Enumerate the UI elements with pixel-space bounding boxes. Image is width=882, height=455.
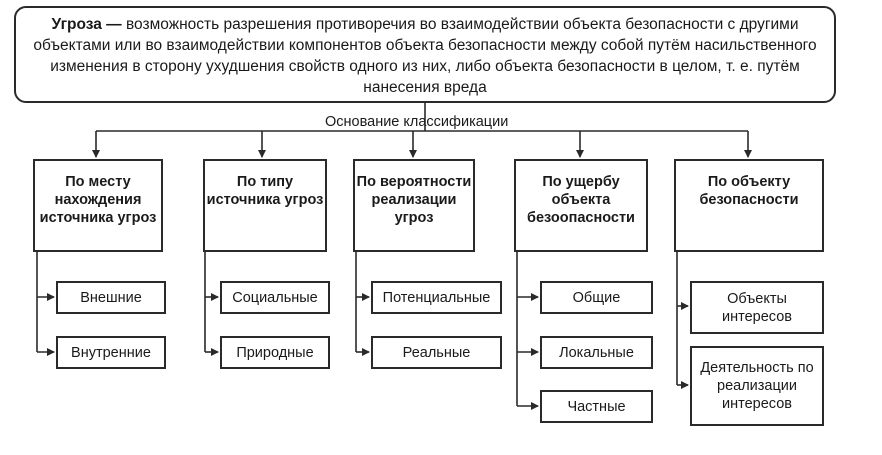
leaf-general: Общие	[540, 281, 653, 314]
category-title: По типу источника угроз	[206, 174, 324, 208]
classification-basis-label: Основание классификации	[325, 114, 509, 130]
leaf-potential: Потенциальные	[371, 281, 502, 314]
definition-text: возможность разрешения противоречия во в…	[33, 16, 817, 96]
category-title: По объекту безопасности	[699, 174, 799, 208]
category-title: По месту нахождения источника угроз	[39, 174, 157, 226]
leaf-objects-of-interest: Объекты интересов	[690, 281, 824, 334]
leaf-social: Социальные	[220, 281, 330, 314]
category-source-type-header: По типу источника угроз	[203, 159, 327, 252]
category-damage-header: По ущербу объекта безоопасности	[514, 159, 648, 252]
leaf-local: Локальные	[540, 336, 653, 369]
definition-box: Угроза — возможность разрешения противор…	[14, 6, 836, 103]
leaf-real: Реальные	[371, 336, 502, 369]
definition-term: Угроза —	[51, 16, 122, 33]
leaf-natural: Природные	[220, 336, 330, 369]
category-object-header: По объекту безопасности	[674, 159, 824, 252]
leaf-internal: Внутренние	[56, 336, 166, 369]
leaf-activity-realization: Деятельность по реализации интересов	[690, 346, 824, 426]
category-title: По вероятности реализации угроз	[356, 174, 472, 226]
category-location-header: По месту нахождения источника угроз	[33, 159, 163, 252]
leaf-partial: Частные	[540, 390, 653, 423]
category-probability-header: По вероятности реализации угроз	[353, 159, 475, 252]
leaf-external: Внешние	[56, 281, 166, 314]
category-title: По ущербу объекта безоопасности	[527, 174, 635, 226]
